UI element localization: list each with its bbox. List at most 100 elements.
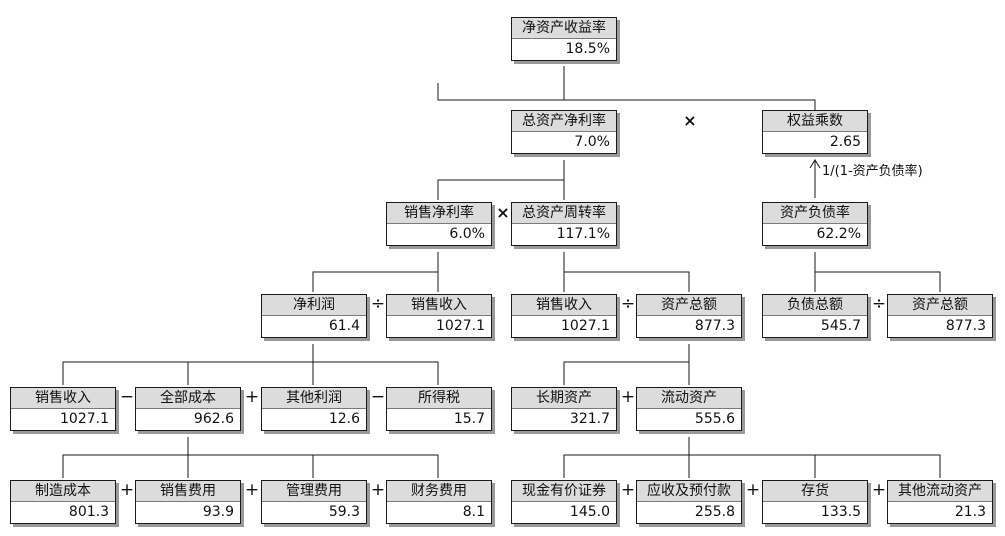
node-value: 15.7 bbox=[453, 411, 485, 427]
operator-plus: + bbox=[370, 480, 386, 500]
node-label: 其他流动资产 bbox=[888, 481, 992, 502]
node-label: 资产总额 bbox=[888, 295, 992, 316]
connector-current-children bbox=[563, 454, 941, 478]
equity-multiplier-formula: 1/(1-资产负债率) bbox=[822, 164, 923, 179]
node-value: 8.1 bbox=[462, 504, 485, 520]
node-total-liabilities: 负债总额 545.7 bbox=[762, 294, 868, 338]
operator-plus: + bbox=[244, 387, 260, 407]
connector-profit-children bbox=[62, 361, 439, 385]
operator-times: × bbox=[683, 111, 697, 130]
node-value: 962.6 bbox=[193, 411, 234, 427]
node-total-assets-b: 资产总额 877.3 bbox=[887, 294, 993, 338]
node-value: 117.1% bbox=[556, 226, 610, 242]
node-label: 所得税 bbox=[387, 388, 491, 409]
node-other-profit: 其他利润 12.6 bbox=[261, 387, 367, 431]
node-total-assets-a: 资产总额 877.3 bbox=[636, 294, 742, 338]
node-value: 12.6 bbox=[328, 411, 360, 427]
node-value: 59.3 bbox=[328, 504, 360, 520]
node-value: 555.6 bbox=[694, 411, 735, 427]
node-label: 制造成本 bbox=[11, 481, 115, 502]
node-net-profit: 净利润 61.4 bbox=[261, 294, 367, 338]
node-receivables: 应收及预付款 255.8 bbox=[636, 480, 742, 524]
operator-divide: ÷ bbox=[620, 294, 636, 314]
node-label: 财务费用 bbox=[387, 481, 491, 502]
node-value: 7.0% bbox=[574, 134, 610, 150]
node-label: 总资产净利率 bbox=[512, 111, 616, 132]
connector-debt-children bbox=[814, 271, 941, 292]
node-roe: 净资产收益率 18.5% bbox=[511, 17, 617, 61]
connector-margin-children bbox=[312, 271, 439, 292]
operator-minus: − bbox=[370, 387, 386, 407]
node-label: 销售费用 bbox=[136, 481, 240, 502]
operator-divide: ÷ bbox=[370, 294, 386, 314]
node-value: 877.3 bbox=[945, 318, 986, 334]
node-finance-exp: 财务费用 8.1 bbox=[386, 480, 492, 524]
node-label: 权益乘数 bbox=[763, 111, 867, 132]
node-label: 存货 bbox=[763, 481, 867, 502]
node-label: 资产总额 bbox=[637, 295, 741, 316]
connector-turnover-children bbox=[563, 271, 690, 292]
node-value: 321.7 bbox=[569, 411, 610, 427]
node-value: 1027.1 bbox=[436, 318, 485, 334]
node-value: 145.0 bbox=[569, 504, 610, 520]
node-label: 应收及预付款 bbox=[637, 481, 741, 502]
node-other-current: 其他流动资产 21.3 bbox=[887, 480, 993, 524]
node-value: 801.3 bbox=[68, 504, 109, 520]
node-current-assets: 流动资产 555.6 bbox=[636, 387, 742, 431]
node-label: 全部成本 bbox=[136, 388, 240, 409]
node-value: 545.7 bbox=[820, 318, 861, 334]
node-sales-a: 销售收入 1027.1 bbox=[386, 294, 492, 338]
node-inventory: 存货 133.5 bbox=[762, 480, 868, 524]
node-selling-exp: 销售费用 93.9 bbox=[135, 480, 241, 524]
node-asset-turnover: 总资产周转率 117.1% bbox=[511, 202, 617, 246]
node-label: 负债总额 bbox=[763, 295, 867, 316]
node-cash-securities: 现金有价证券 145.0 bbox=[511, 480, 617, 524]
operator-plus: + bbox=[620, 387, 636, 407]
node-net-margin: 销售净利率 6.0% bbox=[386, 202, 492, 246]
node-sales-c: 销售收入 1027.1 bbox=[10, 387, 116, 431]
connector-assets-children bbox=[563, 361, 690, 385]
connector-roa-children bbox=[437, 179, 565, 200]
node-income-tax: 所得税 15.7 bbox=[386, 387, 492, 431]
operator-minus: − bbox=[119, 387, 135, 407]
operator-plus: + bbox=[119, 480, 135, 500]
connector-cost-children bbox=[62, 454, 439, 478]
node-equity-multiplier: 权益乘数 2.65 bbox=[762, 110, 868, 154]
node-value: 1027.1 bbox=[60, 411, 109, 427]
node-value: 2.65 bbox=[829, 134, 861, 150]
connector-roe-children bbox=[437, 83, 816, 110]
node-label: 长期资产 bbox=[512, 388, 616, 409]
node-roa: 总资产净利率 7.0% bbox=[511, 110, 617, 154]
node-label: 其他利润 bbox=[262, 388, 366, 409]
node-value: 877.3 bbox=[694, 318, 735, 334]
node-value: 6.0% bbox=[449, 226, 485, 242]
operator-plus: + bbox=[871, 480, 887, 500]
node-value: 255.8 bbox=[694, 504, 735, 520]
node-label: 总资产周转率 bbox=[512, 203, 616, 224]
node-debt-ratio: 资产负债率 62.2% bbox=[762, 202, 868, 246]
arrow-head bbox=[809, 159, 821, 169]
node-label: 管理费用 bbox=[262, 481, 366, 502]
node-value: 93.9 bbox=[202, 504, 234, 520]
node-value: 18.5% bbox=[565, 41, 610, 57]
node-label: 净利润 bbox=[262, 295, 366, 316]
node-sales-b: 销售收入 1027.1 bbox=[511, 294, 617, 338]
node-admin-exp: 管理费用 59.3 bbox=[261, 480, 367, 524]
node-label: 现金有价证券 bbox=[512, 481, 616, 502]
node-long-term-assets: 长期资产 321.7 bbox=[511, 387, 617, 431]
node-label: 销售收入 bbox=[11, 388, 115, 409]
node-value: 62.2% bbox=[816, 226, 861, 242]
operator-times: × bbox=[496, 203, 510, 222]
node-label: 净资产收益率 bbox=[512, 18, 616, 39]
operator-divide: ÷ bbox=[871, 294, 887, 314]
node-value: 133.5 bbox=[820, 504, 861, 520]
operator-plus: + bbox=[745, 480, 761, 500]
node-value: 61.4 bbox=[328, 318, 360, 334]
node-value: 21.3 bbox=[954, 504, 986, 520]
node-label: 资产负债率 bbox=[763, 203, 867, 224]
node-total-cost: 全部成本 962.6 bbox=[135, 387, 241, 431]
operator-plus: + bbox=[620, 480, 636, 500]
node-label: 销售收入 bbox=[387, 295, 491, 316]
